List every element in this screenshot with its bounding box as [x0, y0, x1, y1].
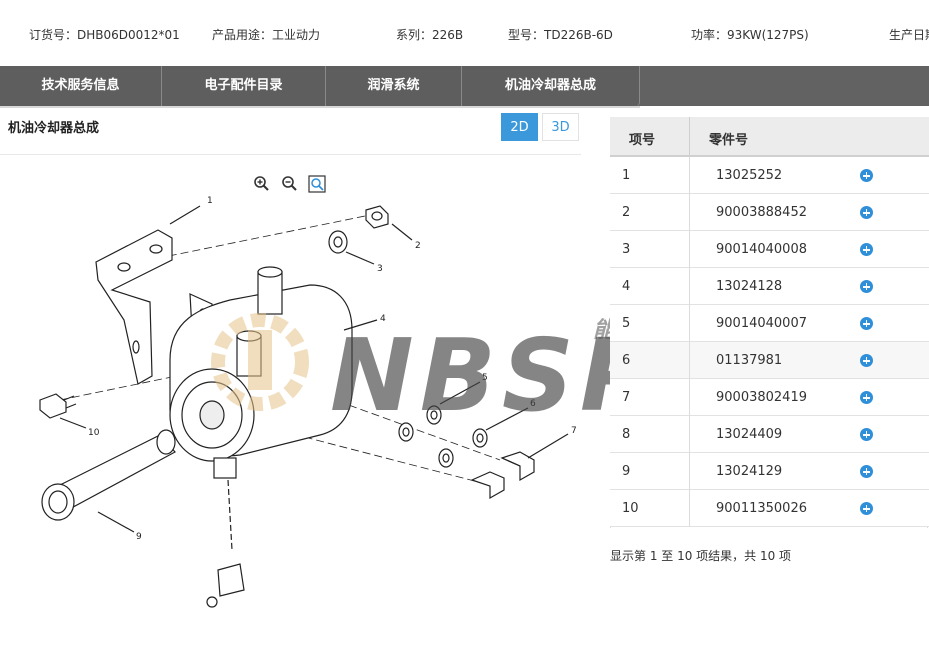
part-number[interactable]: 90011350026 — [716, 501, 807, 516]
part-number[interactable]: 90003802419 — [716, 390, 807, 405]
item-number: 5 — [622, 316, 631, 331]
add-to-cart-icon[interactable] — [860, 169, 873, 182]
zoom-in-icon[interactable] — [253, 175, 271, 193]
tab-oil-cooler[interactable]: 机油冷却器总成 — [462, 66, 640, 106]
callout-1: 1 — [207, 196, 213, 206]
callout-4: 4 — [380, 314, 386, 324]
part-number[interactable]: 90014040007 — [716, 316, 807, 331]
production-date: 生产日期 — [889, 28, 929, 42]
add-to-cart-icon[interactable] — [860, 243, 873, 256]
add-to-cart-icon[interactable] — [860, 502, 873, 515]
header-item-no[interactable]: 项号 — [629, 133, 656, 148]
callout-5: 5 — [482, 373, 488, 383]
tab-tech-service[interactable]: 技术服务信息 — [0, 66, 162, 106]
item-number: 6 — [622, 353, 631, 368]
item-number: 9 — [622, 464, 631, 479]
main-nav: 技术服务信息 电子配件目录 润滑系统 机油冷却器总成 — [0, 66, 929, 106]
part-number[interactable]: 13024129 — [716, 464, 783, 479]
item-number: 7 — [622, 390, 631, 405]
part-number[interactable]: 90014040008 — [716, 242, 807, 257]
header-part-no[interactable]: 零件号 — [709, 133, 749, 148]
add-to-cart-icon[interactable] — [860, 428, 873, 441]
part-number[interactable]: 13025252 — [716, 168, 783, 183]
item-number: 4 — [622, 279, 631, 294]
callout-7: 7 — [571, 426, 577, 436]
view-2d-button[interactable]: 2D — [501, 113, 538, 141]
callout-9: 9 — [136, 532, 142, 542]
parts-diagram[interactable]: 1 2 3 4 5 6 7 10 9 — [0, 190, 600, 610]
fit-view-icon[interactable] — [308, 175, 326, 193]
part-number[interactable]: 13024409 — [716, 427, 783, 442]
callout-3: 3 — [377, 264, 383, 274]
part-number[interactable]: 90003888452 — [716, 205, 807, 220]
table-row[interactable]: 6 01137981 — [610, 342, 929, 379]
item-number: 3 — [622, 242, 631, 257]
table-row[interactable]: 9 13024129 — [610, 453, 929, 490]
tab-lubrication[interactable]: 润滑系统 — [326, 66, 462, 106]
table-row[interactable]: 1 13025252 — [610, 157, 929, 194]
view-3d-button[interactable]: 3D — [542, 113, 579, 141]
tab-parts-catalog[interactable]: 电子配件目录 — [162, 66, 326, 106]
table-header: 项号 零件号 — [610, 117, 929, 157]
table-row[interactable]: 4 13024128 — [610, 268, 929, 305]
table-row[interactable]: 3 90014040008 — [610, 231, 929, 268]
product-model: 型号：TD226B-6D — [508, 28, 613, 42]
order-number: 订货号：DHB06D0012*01 — [29, 28, 180, 42]
zoom-out-icon[interactable] — [281, 175, 299, 193]
panel-title: 机油冷却器总成 — [8, 121, 100, 136]
order-info-bar: 订货号：DHB06D0012*01 产品用途：工业动力 系列：226B 型号：T… — [0, 0, 929, 66]
nav-shadow — [0, 106, 640, 108]
nav-filler — [640, 66, 929, 106]
product-usage: 产品用途：工业动力 — [212, 28, 321, 42]
item-number: 2 — [622, 205, 631, 220]
item-number: 8 — [622, 427, 631, 442]
add-to-cart-icon[interactable] — [860, 280, 873, 293]
callout-10: 10 — [88, 428, 100, 438]
part-number[interactable]: 13024128 — [716, 279, 783, 294]
add-to-cart-icon[interactable] — [860, 206, 873, 219]
item-number: 1 — [622, 168, 631, 183]
pagination-summary: 显示第 1 至 10 项结果，共 10 项 — [610, 549, 792, 563]
add-to-cart-icon[interactable] — [860, 391, 873, 404]
add-to-cart-icon[interactable] — [860, 317, 873, 330]
callout-6: 6 — [530, 399, 536, 409]
item-number: 10 — [622, 501, 639, 516]
table-row[interactable]: 7 90003802419 — [610, 379, 929, 416]
table-row[interactable]: 2 90003888452 — [610, 194, 929, 231]
product-series: 系列：226B — [396, 28, 464, 42]
parts-table: 项号 零件号 1 13025252 2 90003888452 3 90014040008… — [610, 117, 929, 527]
add-to-cart-icon[interactable] — [860, 465, 873, 478]
table-row[interactable]: 10 90011350026 — [610, 490, 929, 527]
callout-2: 2 — [415, 241, 421, 251]
product-power: 功率：93KW(127PS) — [691, 28, 809, 42]
add-to-cart-icon[interactable] — [860, 354, 873, 367]
table-row[interactable]: 8 13024409 — [610, 416, 929, 453]
part-number[interactable]: 01137981 — [716, 353, 783, 368]
table-row[interactable]: 5 90014040007 — [610, 305, 929, 342]
panel-divider — [0, 154, 581, 155]
